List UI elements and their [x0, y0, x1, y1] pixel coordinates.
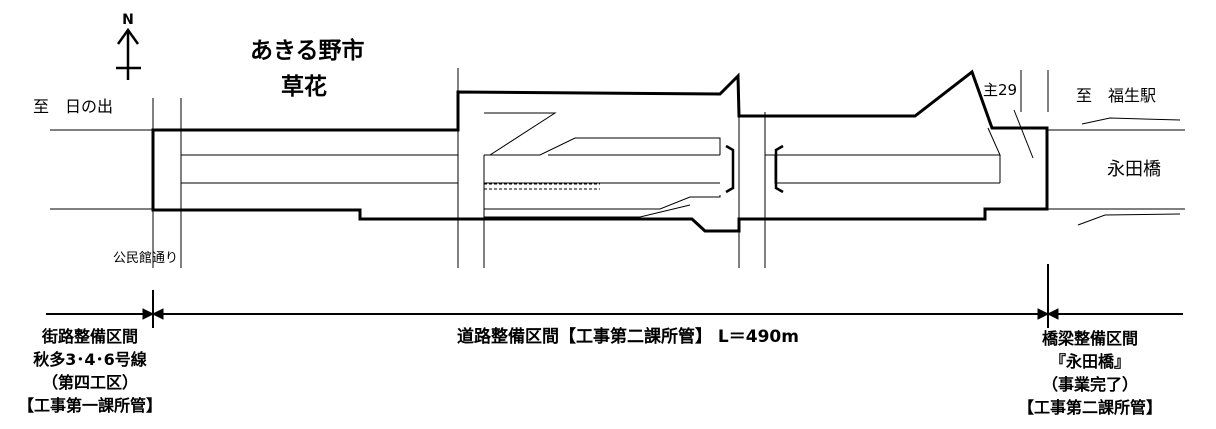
north-arrow [116, 27, 141, 80]
existing-road-lines [50, 117, 1185, 226]
side-street-label: 公民館通り [113, 251, 178, 266]
main-route-label: 主29 [983, 81, 1017, 99]
left-section-line3: （第四工区） [42, 373, 138, 392]
left-section-line2: 秋多3･4･6号線 [33, 350, 146, 369]
dashed-zone [484, 183, 600, 190]
dimension-line [46, 264, 1183, 328]
north-label: N [122, 12, 134, 28]
district-label: 草花 [281, 74, 327, 100]
direction-east: 至 福生駅 [1076, 86, 1156, 105]
right-section-line3: （事業完了） [1042, 375, 1138, 394]
project-boundary [151, 69, 1049, 233]
center-section-label: 道路整備区間【工事第二課所管】 L＝490m [457, 326, 799, 347]
island-brackets [725, 144, 784, 194]
bridge-name-label: 永田橋 [1107, 159, 1161, 180]
left-section-line4: 【工事第一課所管】 [18, 396, 162, 415]
direction-west: 至 日の出 [33, 97, 113, 116]
city-label: あきる野市 [250, 37, 365, 64]
right-section-line1: 橋梁整備区間 [1042, 329, 1138, 348]
right-section-line2: 『永田橋』 [1050, 352, 1130, 371]
left-section-line1: 街路整備区間 [41, 327, 138, 346]
lane-lines [181, 112, 1001, 218]
right-section-line4: 【工事第二課所管】 [1018, 398, 1162, 417]
